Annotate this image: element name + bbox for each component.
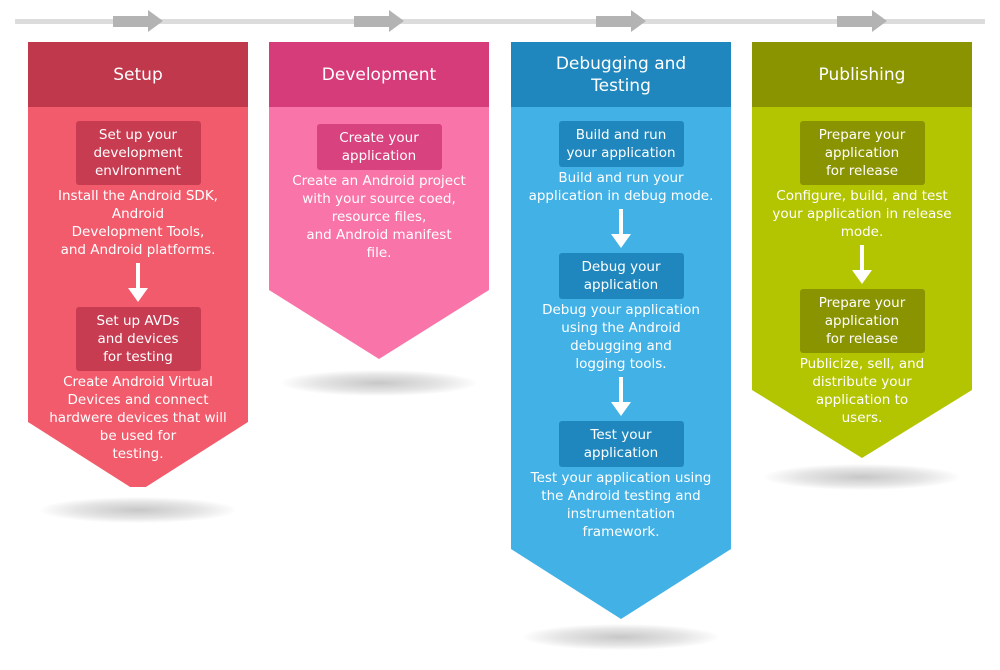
step-description: Create an Android project with your sour… [292, 173, 466, 261]
step-description: Build and run your application in debug … [528, 170, 714, 204]
step-create-application[interactable]: Create your application [316, 124, 442, 170]
step-description: Configure, build, and test your applicat… [772, 188, 952, 240]
column-title: Setup [113, 64, 163, 85]
column-body: Build and run your application Build and… [511, 107, 731, 619]
timeline-arrow-icon [354, 10, 404, 33]
step-description: Debug your application using the Android… [542, 302, 700, 372]
column-shadow [523, 624, 719, 650]
column-publishing: Publishing Prepare your application for … [752, 42, 972, 458]
step-setup-avds[interactable]: Set up AVDs and devices for testing [75, 307, 201, 371]
step-debug-application[interactable]: Debug your application [558, 253, 684, 299]
down-arrow-icon [128, 263, 148, 303]
down-arrow-icon [611, 377, 631, 417]
column-title: Debugging and Testing [555, 53, 687, 96]
column-development: Development Create your application Crea… [269, 42, 489, 359]
column-chevron-shape [269, 107, 489, 359]
column-header: Debugging and Testing [511, 42, 731, 107]
column-shadow [40, 497, 236, 523]
column-setup: Setup Set up your development envlronmen… [28, 42, 248, 487]
column-title: Publishing [818, 64, 906, 85]
step-test-application[interactable]: Test your application [558, 421, 684, 467]
timeline-arrow-icon [113, 10, 163, 33]
down-arrow-icon [611, 209, 631, 249]
timeline-line [15, 19, 985, 24]
column-shadow [764, 464, 960, 490]
column-header: Publishing [752, 42, 972, 107]
column-body: Set up your development envlronment Inst… [28, 107, 248, 487]
step-description: Create Android Virtual Devices and conne… [49, 374, 227, 462]
step-setup-environment[interactable]: Set up your development envlronment [75, 121, 201, 185]
column-debugging-testing: Debugging and Testing Build and run your… [511, 42, 731, 619]
timeline-arrow-icon [837, 10, 887, 33]
column-header: Setup [28, 42, 248, 107]
column-title: Development [321, 64, 437, 85]
step-prepare-release[interactable]: Prepare your application for release [799, 121, 925, 185]
step-description: Test your application using the Android … [530, 470, 712, 540]
step-description: Install the Android SDK, Android Develop… [58, 188, 218, 258]
column-shadow [281, 370, 477, 396]
down-arrow-icon [852, 245, 872, 285]
column-body: Create your application Create an Androi… [269, 107, 489, 359]
step-prepare-release-2[interactable]: Prepare your application for release [799, 289, 925, 353]
column-chevron-shape [511, 107, 731, 619]
column-header: Development [269, 42, 489, 107]
timeline-arrow-icon [596, 10, 646, 33]
step-description: Publicize, sell, and distribute your app… [799, 356, 925, 426]
step-build-run[interactable]: Build and run your application [558, 121, 684, 167]
column-body: Prepare your application for release Con… [752, 107, 972, 458]
